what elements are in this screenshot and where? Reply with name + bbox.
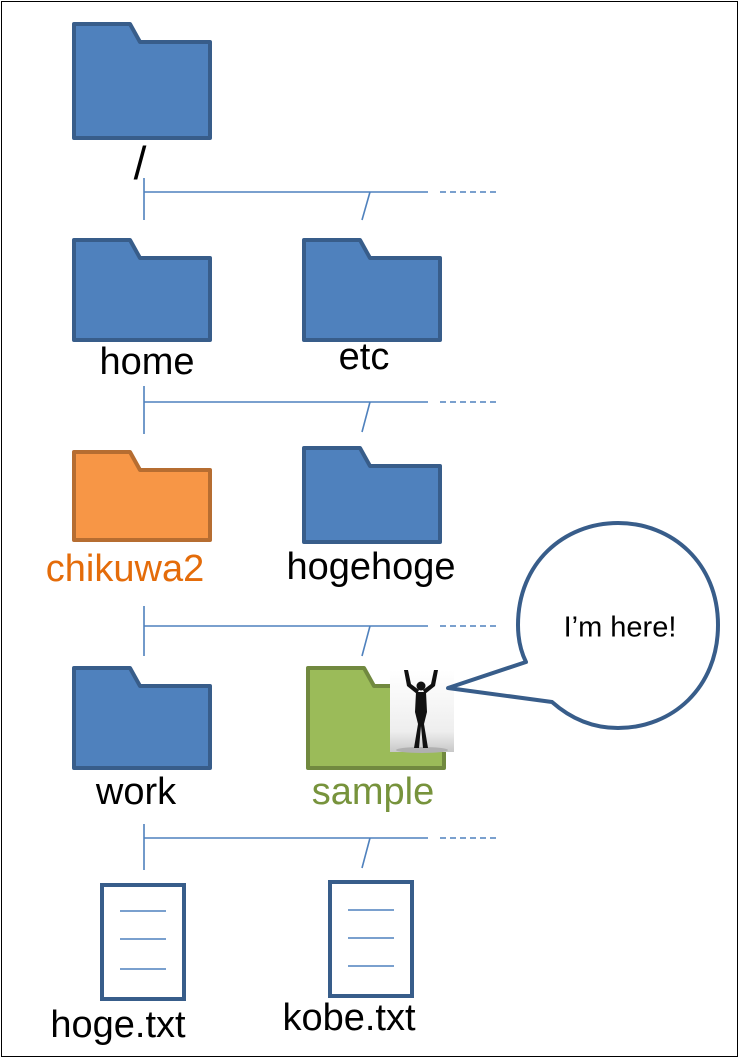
folder-label-etc: etc	[338, 336, 390, 378]
text-file-icon	[100, 883, 186, 1001]
folder-icon	[302, 238, 442, 342]
folder-icon	[72, 450, 212, 542]
connector-root-to-level1	[143, 178, 500, 221]
person-arms-raised-icon	[390, 670, 454, 753]
speech-bubble-text: I’m here!	[563, 611, 677, 644]
folder-icon	[72, 666, 212, 770]
speech-bubble	[446, 521, 720, 730]
text-file-icon	[328, 880, 414, 998]
connector-work-to-level4	[143, 824, 500, 870]
connector-chikuwa2-to-level3	[143, 606, 500, 657]
folder-label-chikuwa2: chikuwa2	[45, 548, 205, 590]
folder-label-home: home	[99, 341, 195, 383]
file-label-kobe-txt: kobe.txt	[282, 997, 416, 1039]
folder-icon	[302, 446, 442, 544]
connector-home-to-level2	[143, 386, 500, 434]
folder-label-hogehoge: hogehoge	[286, 546, 456, 588]
folder-label-work: work	[95, 771, 177, 813]
file-label-hoge-txt: hoge.txt	[50, 1004, 186, 1046]
folder-icon	[72, 238, 212, 342]
folder-icon	[72, 22, 212, 140]
folder-label-root: /	[133, 137, 147, 189]
folder-label-sample: sample	[311, 771, 435, 813]
